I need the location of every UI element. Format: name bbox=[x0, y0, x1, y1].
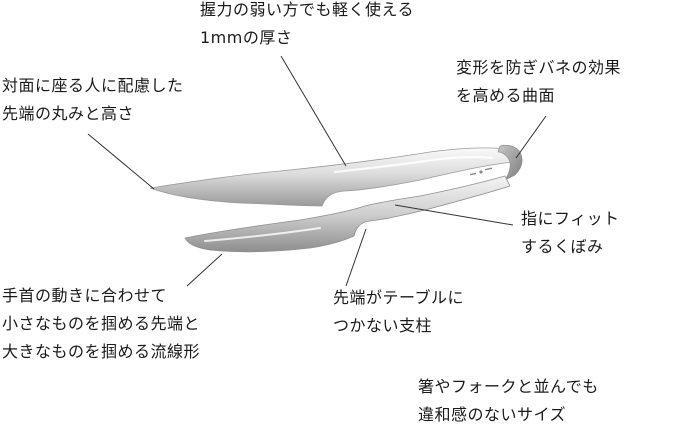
annotation-size: 箸やフォークと並んでも 違和感のないサイズ bbox=[418, 373, 599, 429]
annotation-text: 指にフィット bbox=[521, 209, 620, 228]
annotation-text: つかない支柱 bbox=[333, 316, 433, 335]
leader-line-middle bbox=[345, 228, 367, 287]
annotation-text: 箸やフォークと並んでも bbox=[418, 377, 599, 396]
annotation-rounded-tip: 対面に座る人に配慮した 先端の丸みと高さ bbox=[2, 72, 184, 128]
annotation-text: 手首の動きに合わせて bbox=[2, 286, 168, 305]
tongs-lower-sheen bbox=[204, 227, 321, 242]
annotation-support-post: 先端がテーブルに つかない支柱 bbox=[333, 284, 464, 340]
annotation-text: 大きなものを掴める流線形 bbox=[2, 342, 201, 361]
leader-line-right bbox=[394, 204, 514, 226]
annotation-spring-surface: 変形を防ぎバネの効果 を高める曲面 bbox=[456, 54, 621, 110]
annotation-text: 握力の弱い方でも軽く使える bbox=[200, 0, 415, 19]
annotation-text: 違和感のないサイズ bbox=[418, 405, 567, 424]
annotation-text: を高める曲面 bbox=[456, 86, 556, 105]
tongs-upper-arm bbox=[149, 147, 516, 207]
annotation-text: するくぼみ bbox=[521, 237, 604, 256]
annotation-finger-recess: 指にフィット するくぼみ bbox=[521, 205, 620, 261]
annotation-text: 小さなものを掴める先端と bbox=[2, 314, 201, 333]
tongs-lower-arm bbox=[184, 175, 511, 253]
leader-line-left bbox=[186, 253, 223, 287]
leader-lines bbox=[87, 55, 547, 287]
annotation-grip-thickness: 握力の弱い方でも軽く使える 1mmの厚さ bbox=[200, 0, 414, 52]
leader-line-top-left bbox=[87, 133, 155, 190]
annotation-wrist-motion: 手首の動きに合わせて 小さなものを掴める先端と 大きなものを掴める流線形 bbox=[2, 282, 200, 366]
annotation-text: 変形を防ぎバネの効果 bbox=[456, 58, 622, 77]
leader-line-top bbox=[280, 55, 347, 167]
annotation-text: 対面に座る人に配慮した bbox=[2, 76, 184, 95]
annotation-text: 先端がテーブルに bbox=[333, 288, 465, 307]
tongs-upper-sheen bbox=[333, 155, 494, 174]
leader-line-top-right bbox=[515, 115, 547, 159]
annotation-text: 1mmの厚さ bbox=[200, 28, 293, 47]
annotation-text: 先端の丸みと高さ bbox=[2, 104, 135, 123]
engraved-logo bbox=[469, 167, 493, 176]
